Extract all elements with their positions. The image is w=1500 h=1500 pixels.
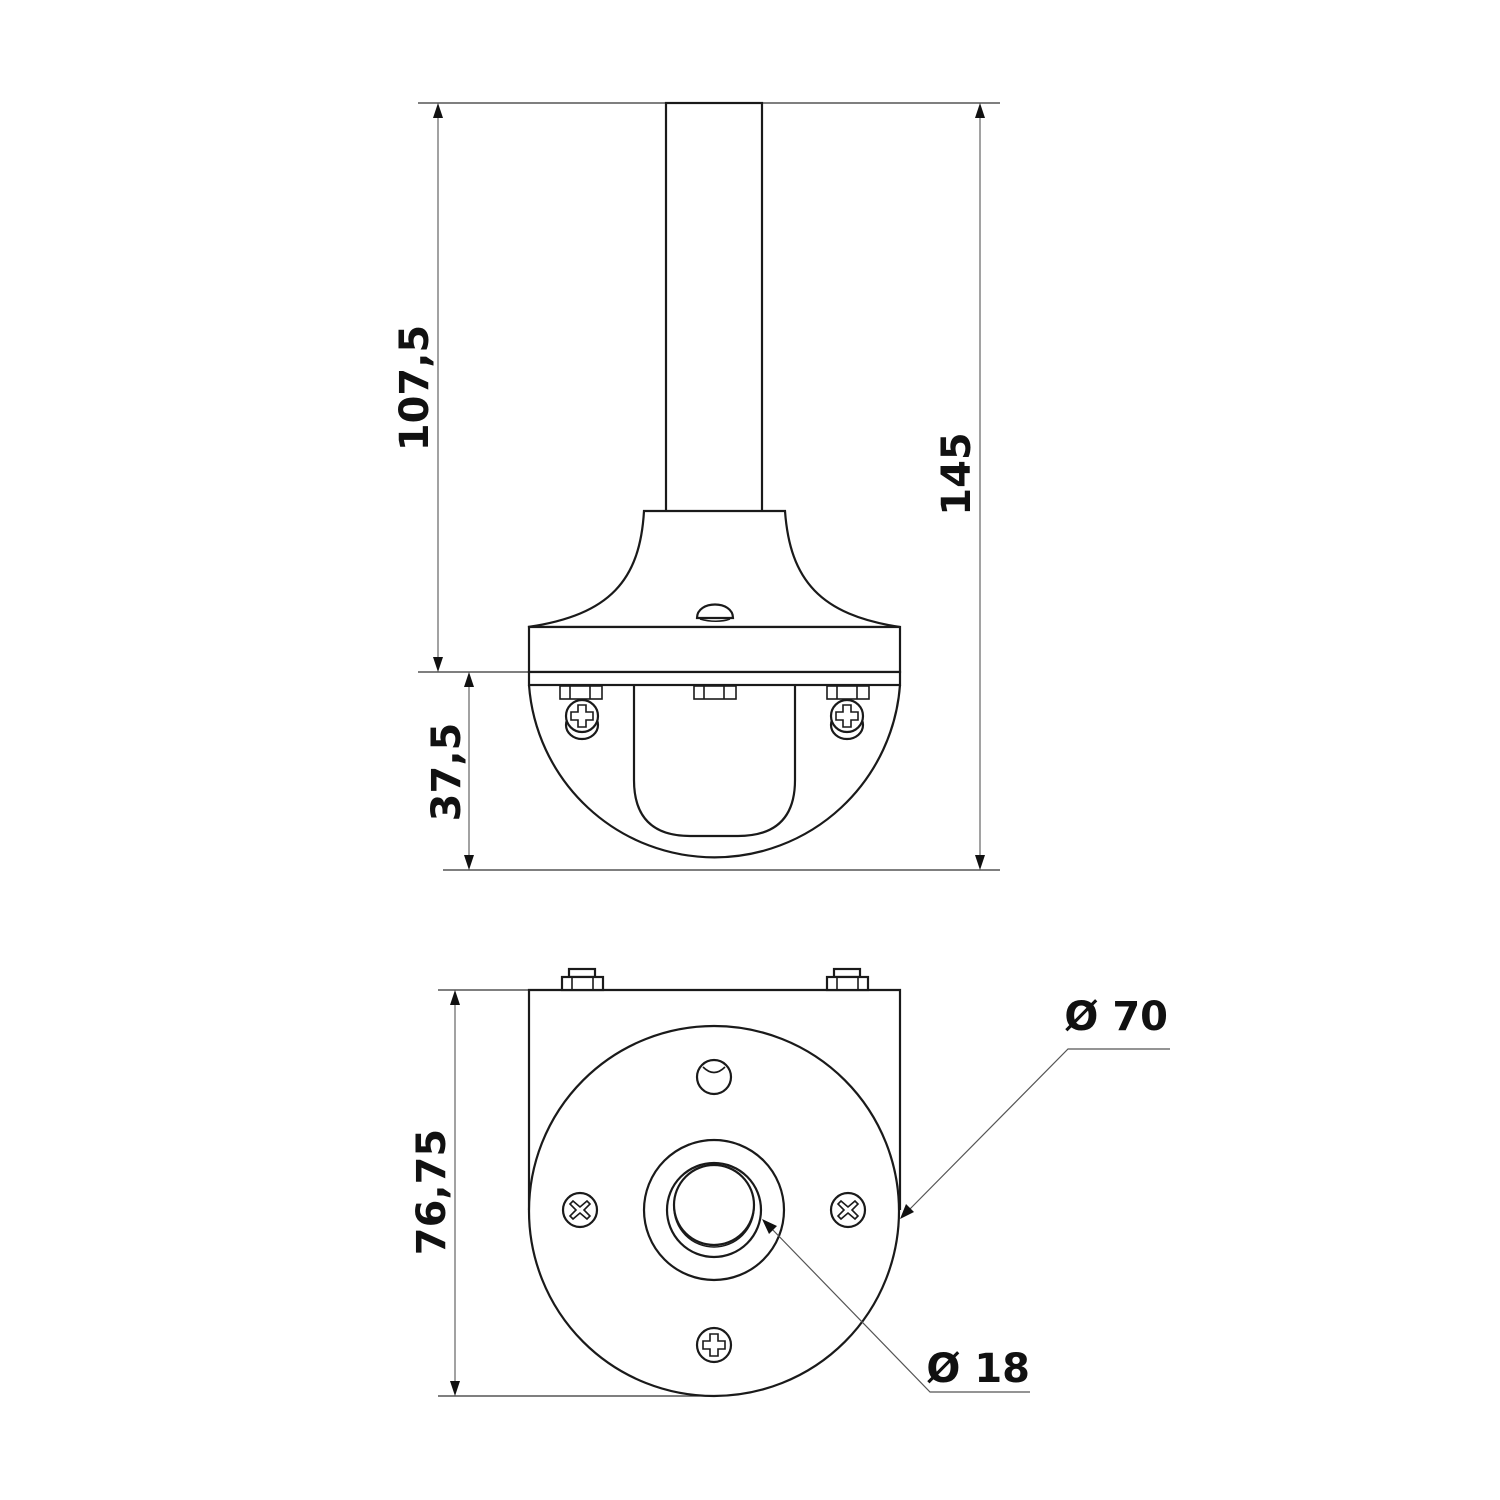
overall-height-label: 145: [934, 432, 980, 516]
screw-left-side: [564, 698, 600, 741]
collar-dome-shadow: [699, 618, 731, 623]
center-boss: [642, 1138, 786, 1282]
center-hole-diameter-label: Ø 18: [926, 1346, 1030, 1392]
dim-pole-height: [433, 103, 443, 672]
flared-collar: [527, 509, 901, 629]
nut-center: [693, 685, 737, 700]
dim-base-depth: [450, 990, 460, 1396]
base-depth-label: 76,75: [409, 1129, 455, 1256]
nut-right: [826, 685, 870, 700]
dim-base-height: [464, 672, 474, 870]
flange-circle: [527, 1024, 901, 1398]
dim-overall-height: [975, 103, 985, 870]
leader-flange-diameter: [900, 1048, 1170, 1219]
u-cutout: [632, 685, 797, 838]
screw-right-side: [829, 698, 865, 741]
screw-right: [829, 1191, 867, 1229]
nut-top-right: [825, 967, 870, 992]
nut-left: [559, 685, 603, 700]
screw-left: [561, 1191, 599, 1229]
flange-diameter-label: Ø 70: [1064, 994, 1168, 1040]
leader-center-hole-diameter: [762, 1219, 1030, 1393]
side-view: 107,5 37,5 145: [392, 101, 1000, 871]
base-semicircle: [527, 684, 902, 859]
nut-top-left: [560, 967, 605, 992]
flange-plate-lower: [527, 670, 902, 687]
bottom-view: 76,75 Ø 70 Ø 18: [409, 967, 1170, 1398]
pole-height-label: 107,5: [392, 325, 438, 452]
pole: [664, 101, 764, 515]
bracket-plate: [527, 988, 902, 1210]
flange-plate: [527, 625, 902, 674]
top-hole: [695, 1058, 733, 1096]
base-height-label: 37,5: [424, 723, 470, 822]
collar-dome: [695, 603, 735, 620]
screw-bottom: [695, 1326, 733, 1364]
